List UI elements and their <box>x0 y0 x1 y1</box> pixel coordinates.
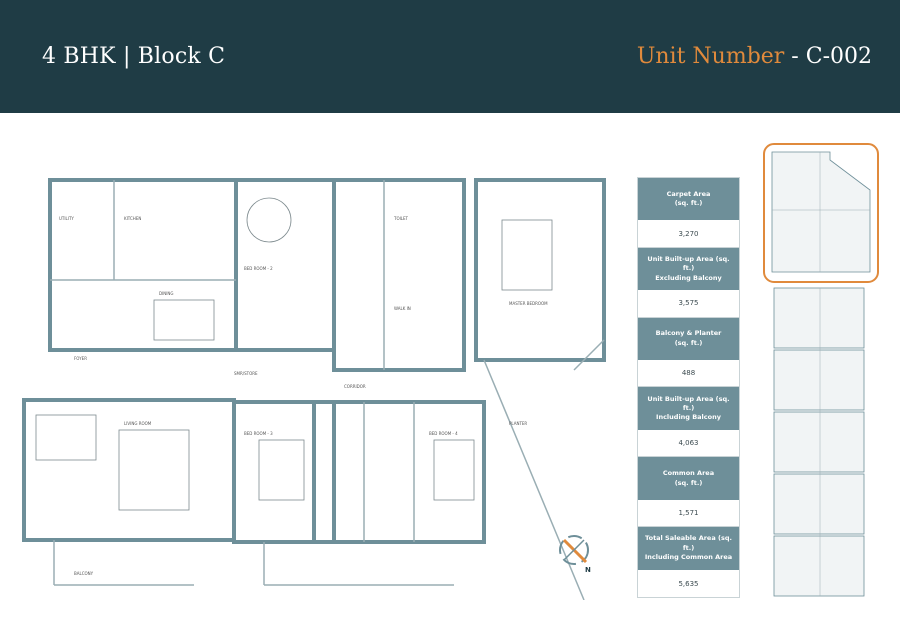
unit-number-separator: - <box>784 44 806 69</box>
north-compass-icon: N <box>559 535 591 574</box>
plan-bed4-bed <box>433 439 475 501</box>
plan-label-bed4: BED ROOM - 4 <box>429 431 458 436</box>
area-row-builtup-excl: Unit Built-up Area (sq. ft.) Excluding B… <box>638 247 739 318</box>
key-plan-floor <box>773 287 865 349</box>
area-value: 4,063 <box>638 429 739 458</box>
plan-wall-walkin-block <box>332 178 466 372</box>
area-table: Carpet Area (sq. ft.) 3,270 Unit Built-u… <box>637 177 740 598</box>
plan-wall-bed3-block <box>232 400 336 544</box>
plan-label-planter: PLANTER <box>509 421 527 426</box>
plan-balcony-edge <box>573 339 605 371</box>
key-plan-floor <box>773 473 865 535</box>
area-label: Unit Built-up Area (sq. ft.) Excluding B… <box>638 247 739 291</box>
area-value: 3,270 <box>638 220 739 248</box>
plan-wall-bed4-block <box>312 400 486 544</box>
plan-label-bed2: BED ROOM - 2 <box>244 266 273 271</box>
plan-label-foyer: FOYER <box>74 356 87 361</box>
plan-wall-master-block <box>474 178 606 362</box>
plan-label-walkin: WALK IN <box>394 306 411 311</box>
area-label: Total Saleable Area (sq. ft.) Including … <box>638 527 739 571</box>
plan-bed3-bed <box>258 439 305 501</box>
plan-label-master: MASTER BEDROOM <box>509 301 548 306</box>
plan-label-kitchen: KITCHEN <box>124 216 141 221</box>
area-label: Balcony & Planter (sq. ft.) <box>638 317 739 361</box>
plan-label-living: LIVING ROOM <box>124 421 152 426</box>
unit-number-value: C-002 <box>805 44 872 69</box>
compass-label: N <box>585 566 591 574</box>
plan-label-bed3: BED ROOM - 3 <box>244 431 273 436</box>
page-title: 4 BHK | Block C <box>42 44 226 69</box>
area-row-common: Common Area (sq. ft.) 1,571 <box>638 457 739 528</box>
key-plan-highlight <box>763 143 879 283</box>
key-plan <box>763 143 879 597</box>
plan-wall-bed2-block <box>234 178 336 352</box>
plan-label-store: SMR/STORE <box>234 371 258 376</box>
plan-label-utility: UTILITY <box>59 216 74 221</box>
key-plan-floor <box>773 535 865 597</box>
key-plan-unit <box>771 151 871 273</box>
page-header: 4 BHK | Block C Unit Number - C-002 <box>0 0 900 113</box>
unit-number-label: Unit Number <box>636 44 785 69</box>
area-label: Common Area (sq. ft.) <box>638 457 739 500</box>
plan-dining-table <box>153 299 215 341</box>
unit-number: Unit Number - C-002 <box>637 44 872 69</box>
area-value: 488 <box>638 360 739 388</box>
plan-round-chair <box>246 197 292 243</box>
area-value: 1,571 <box>638 499 739 528</box>
area-label: Carpet Area (sq. ft.) <box>638 178 739 221</box>
plan-wall-kitchen-block <box>48 178 238 352</box>
area-row-builtup-incl: Unit Built-up Area (sq. ft.) Including B… <box>638 387 739 458</box>
plan-living-sofa <box>118 429 190 511</box>
plan-balcony-edge <box>483 359 585 600</box>
floor-plan: SMR/STORE CORRIDOR PLANTER KITCHEN DININ… <box>22 178 606 600</box>
plan-label-corridor: CORRIDOR <box>344 384 366 389</box>
plan-label-balcony: BALCONY <box>74 571 94 576</box>
area-row-balcony: Balcony & Planter (sq. ft.) 488 <box>638 317 739 388</box>
area-value: 5,635 <box>638 570 739 597</box>
area-label: Unit Built-up Area (sq. ft.) Including B… <box>638 387 739 430</box>
plan-label-dining: DINING <box>159 291 174 296</box>
plan-label-toilet: TOILET <box>393 216 409 221</box>
plan-study-desk <box>35 414 97 461</box>
area-row-saleable: Total Saleable Area (sq. ft.) Including … <box>638 527 739 597</box>
key-plan-floor <box>773 411 865 473</box>
area-value: 3,575 <box>638 290 739 318</box>
key-plan-floor <box>773 349 865 411</box>
plan-master-bed <box>501 219 553 291</box>
area-row-carpet: Carpet Area (sq. ft.) 3,270 <box>638 178 739 248</box>
